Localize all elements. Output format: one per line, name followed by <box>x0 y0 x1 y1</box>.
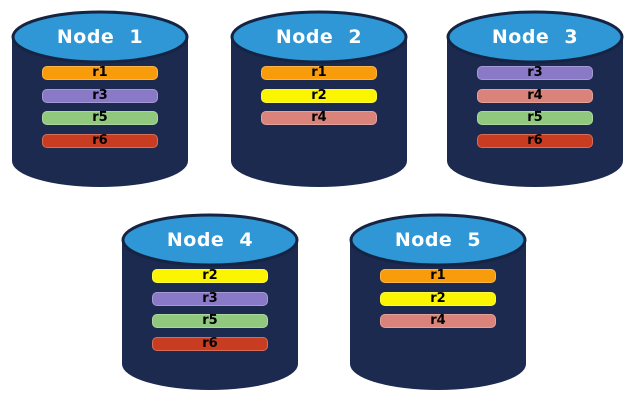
replica-bar-r3: r3 <box>477 66 593 80</box>
replica-bar-r4: r4 <box>261 111 377 125</box>
replica-bar-r6: r6 <box>42 134 158 148</box>
cylinder-top <box>121 213 299 267</box>
replica-bar-r5: r5 <box>42 111 158 125</box>
database-node-3: Node 3 r3 r4 r5 r6 <box>445 8 625 190</box>
node-label: Node 1 <box>56 26 144 48</box>
replica-bar-r1: r1 <box>380 269 496 283</box>
replica-bar-r2: r2 <box>380 292 496 306</box>
cylinder-top <box>230 10 408 64</box>
database-node-4: Node 4 r2 r3 r5 r6 <box>120 211 300 393</box>
replica-bar-r4: r4 <box>477 89 593 103</box>
replica-bar-r4: r4 <box>380 314 496 328</box>
replica-bar-r3: r3 <box>152 292 268 306</box>
replica-bar-r1: r1 <box>261 66 377 80</box>
cylinder-top <box>11 10 189 64</box>
node-label: Node 4 <box>166 229 254 251</box>
replica-bar-r6: r6 <box>477 134 593 148</box>
replica-bar-r2: r2 <box>261 89 377 103</box>
replica-bar-r6: r6 <box>152 337 268 351</box>
node-label: Node 3 <box>491 26 579 48</box>
node-label: Node 5 <box>394 229 482 251</box>
node-label: Node 2 <box>275 26 363 48</box>
database-node-5: Node 5 r1 r2 r4 <box>348 211 528 393</box>
database-node-1: Node 1 r1 r3 r5 r6 <box>10 8 190 190</box>
replica-bar-r5: r5 <box>477 111 593 125</box>
database-node-2: Node 2 r1 r2 r4 <box>229 8 409 190</box>
replica-bar-r1: r1 <box>42 66 158 80</box>
replica-bar-r5: r5 <box>152 314 268 328</box>
cylinder-top <box>446 10 624 64</box>
replica-bar-r3: r3 <box>42 89 158 103</box>
replica-bar-r2: r2 <box>152 269 268 283</box>
cylinder-top <box>349 213 527 267</box>
